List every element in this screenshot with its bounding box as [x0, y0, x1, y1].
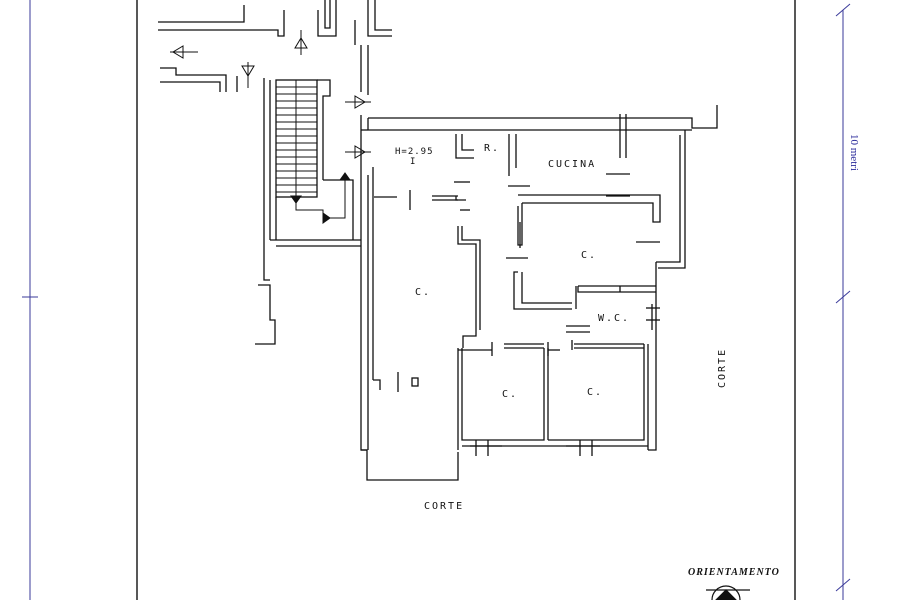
- room-label-bath: W.C.: [598, 313, 631, 324]
- court-label-right: CORTE: [717, 347, 728, 388]
- room-label-bedroom-3: C.: [587, 387, 604, 398]
- left-border-line: [22, 0, 38, 600]
- ceiling-height-label: H=2.95: [395, 147, 434, 157]
- orientation-label: ORIENTAMENTO: [688, 567, 780, 578]
- stair-treads: [276, 80, 317, 197]
- orientation-compass-icon: [706, 585, 750, 600]
- drawing-frame: [136, 0, 796, 600]
- court-label-bottom: CORTE: [424, 501, 465, 512]
- room-label-bedroom-2: C.: [502, 389, 519, 400]
- scale-label: 10 metri: [848, 134, 860, 171]
- room-label-storage: R.: [484, 143, 501, 154]
- room-label-living: C.: [415, 287, 432, 298]
- entrance-arrows: [170, 30, 371, 159]
- scale-bar: [835, 3, 851, 600]
- room-label-kitchen: CUCINA: [548, 159, 597, 170]
- room-label-bedroom-1: C.: [581, 250, 598, 261]
- level-marker-label: I: [410, 157, 417, 167]
- stair-arrows: [290, 172, 351, 224]
- walls: [158, 0, 718, 481]
